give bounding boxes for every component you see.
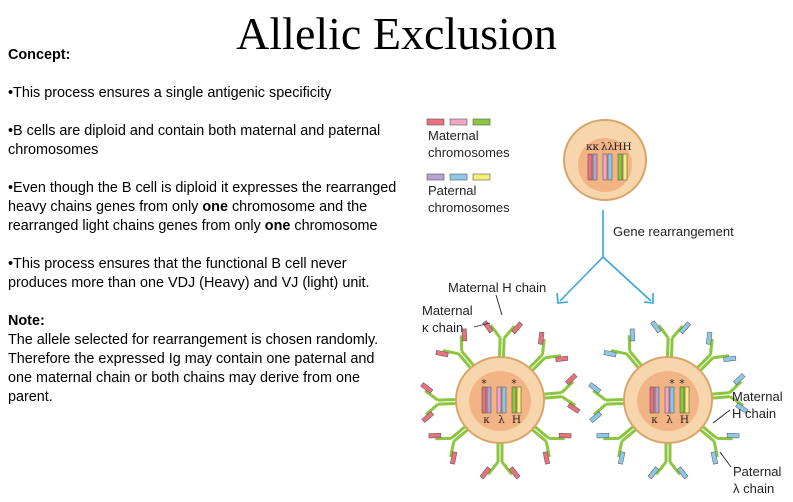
- callout-paternal-lambda-leader: [719, 451, 732, 468]
- arrow-right-head: [643, 293, 654, 304]
- allelic-exclusion-diagram: Maternal chromosomes Paternal chromosome…: [420, 118, 783, 496]
- arrow-left-head: [556, 292, 569, 304]
- slide-title: Allelic Exclusion: [236, 8, 557, 59]
- left-cell-antibody: [479, 440, 521, 480]
- concept-heading: Concept:: [8, 47, 71, 63]
- legend-paternal-kappa-swatch: [426, 173, 445, 181]
- callouts: Maternal H chain Maternal κ chain Matern…: [422, 280, 783, 496]
- right-label-kappa: κ: [651, 414, 658, 426]
- left-b-cell: * * κ λ H: [455, 356, 545, 444]
- callout-paternal-lambda-line2: λ chain: [733, 481, 774, 496]
- callout-right-maternal-h-leader: [712, 409, 731, 424]
- right-chromosome-lambda-maternal: [664, 386, 670, 414]
- top-cell: κκ λλ HH: [563, 119, 647, 201]
- legend-paternal-heavy-swatch: [472, 173, 491, 181]
- bullet-one-chromosome-part2: chromosome and the rearranged light chai…: [8, 199, 368, 234]
- legend-paternal-lambda-swatch: [449, 173, 468, 181]
- legend-maternal-heavy-swatch: [472, 118, 491, 126]
- top-label-heavy: HH: [613, 141, 631, 153]
- right-cell-antibody: [707, 373, 749, 414]
- left-cell-antibody: [482, 320, 524, 361]
- callout-right-maternal-h-line2: H chain: [732, 406, 776, 421]
- top-chromosome-kappa-maternal: [587, 153, 593, 181]
- left-chromosome-kappa-paternal: [486, 386, 492, 414]
- right-cell-antibody: [588, 382, 629, 424]
- right-chromosome-kappa-paternal: [654, 386, 660, 414]
- bullet-diploid: •B cells are diploid and contain both ma…: [8, 123, 381, 158]
- legend-paternal: Paternal chromosomes: [426, 173, 510, 215]
- legend-maternal-kappa-swatch: [426, 118, 445, 126]
- legend-maternal-lambda-swatch: [449, 118, 468, 126]
- emphasis-one-heavy: one: [202, 199, 228, 215]
- emphasis-one-light: one: [264, 218, 291, 234]
- top-chromosome-lambda-maternal: [602, 153, 608, 181]
- gene-rearrangement-label: Gene rearrangement: [613, 224, 734, 239]
- left-chromosome-lambda-maternal: [496, 386, 502, 414]
- bullet-one-chromosome: •Even though the B cell is diploid it ex…: [8, 179, 400, 236]
- callout-maternal-h-chain-leader: [495, 294, 503, 316]
- right-star-lambda: *: [669, 377, 675, 390]
- callout-paternal-lambda-line1: Paternal: [733, 464, 782, 479]
- right-cell-antibody: [650, 320, 692, 361]
- right-chromosome-kappa-maternal: [649, 386, 655, 414]
- left-label-kappa: κ: [483, 414, 490, 426]
- arrow-right-branch: [602, 256, 652, 302]
- right-b-cell: * * κ λ H: [623, 356, 713, 444]
- legend-maternal-label-line1: Maternal: [428, 128, 479, 143]
- right-cell-antibody: [596, 423, 640, 465]
- bullet-one-chromosome-part1: •Even though the B cell is diploid it ex…: [8, 180, 397, 215]
- note-line-random: The allele selected for rearrangement is…: [8, 332, 379, 348]
- top-chromosome-heavy-maternal: [617, 153, 623, 181]
- right-label-lambda: λ: [666, 414, 673, 426]
- right-cell-antibody: [647, 440, 689, 480]
- left-chromosome-heavy-maternal: [511, 386, 517, 414]
- left-label-heavy: H: [512, 414, 521, 426]
- top-chromosome-kappa-paternal: [592, 153, 598, 181]
- gene-rearrangement-arrows: Gene rearrangement: [556, 210, 734, 304]
- callout-right-maternal-h-line1: Maternal: [732, 389, 783, 404]
- legend-maternal: Maternal chromosomes: [426, 118, 510, 160]
- top-label-lambda: λλ: [601, 141, 615, 153]
- left-label-lambda: λ: [498, 414, 505, 426]
- callout-maternal-kappa-line1: Maternal: [422, 303, 473, 318]
- right-star-heavy: *: [679, 377, 685, 390]
- left-chromosome-kappa-maternal: [481, 386, 487, 414]
- callout-maternal-h-chain: Maternal H chain: [448, 280, 546, 295]
- note-heading: Note:: [8, 313, 45, 329]
- callout-maternal-kappa-line2: κ chain: [422, 320, 463, 335]
- legend-paternal-label-line2: chromosomes: [428, 200, 510, 215]
- left-star-heavy: *: [511, 377, 517, 390]
- right-label-heavy: H: [680, 414, 689, 426]
- top-chromosome-lambda-paternal: [607, 153, 613, 181]
- bullet-one-chromosome-part3: chromosome: [290, 218, 378, 234]
- left-chromosome-heavy-paternal: [516, 386, 522, 414]
- callout-maternal-kappa-leader: [473, 322, 491, 328]
- arrow-left-branch: [559, 256, 604, 302]
- left-star-kappa: *: [481, 377, 487, 390]
- top-chromosome-heavy-paternal: [622, 153, 628, 181]
- bullet-one-unit: •This process ensures that the functiona…: [8, 256, 370, 291]
- bullet-single-specificity: •This process ensures a single antigenic…: [8, 85, 332, 101]
- top-label-kappa: κκ: [586, 141, 600, 153]
- right-chromosome-heavy-paternal: [684, 386, 690, 414]
- left-chromosome-lambda-paternal: [501, 386, 507, 414]
- note-line-expressed-ig: Therefore the expressed Ig may contain o…: [8, 351, 375, 405]
- left-cell-antibody: [420, 382, 461, 424]
- concept-text-block: Concept: •This process ensures a single …: [8, 46, 400, 407]
- right-chromosome-lambda-paternal: [669, 386, 675, 414]
- right-chromosome-heavy-maternal: [679, 386, 685, 414]
- legend-paternal-label-line1: Paternal: [428, 183, 477, 198]
- legend-maternal-label-line2: chromosomes: [428, 145, 510, 160]
